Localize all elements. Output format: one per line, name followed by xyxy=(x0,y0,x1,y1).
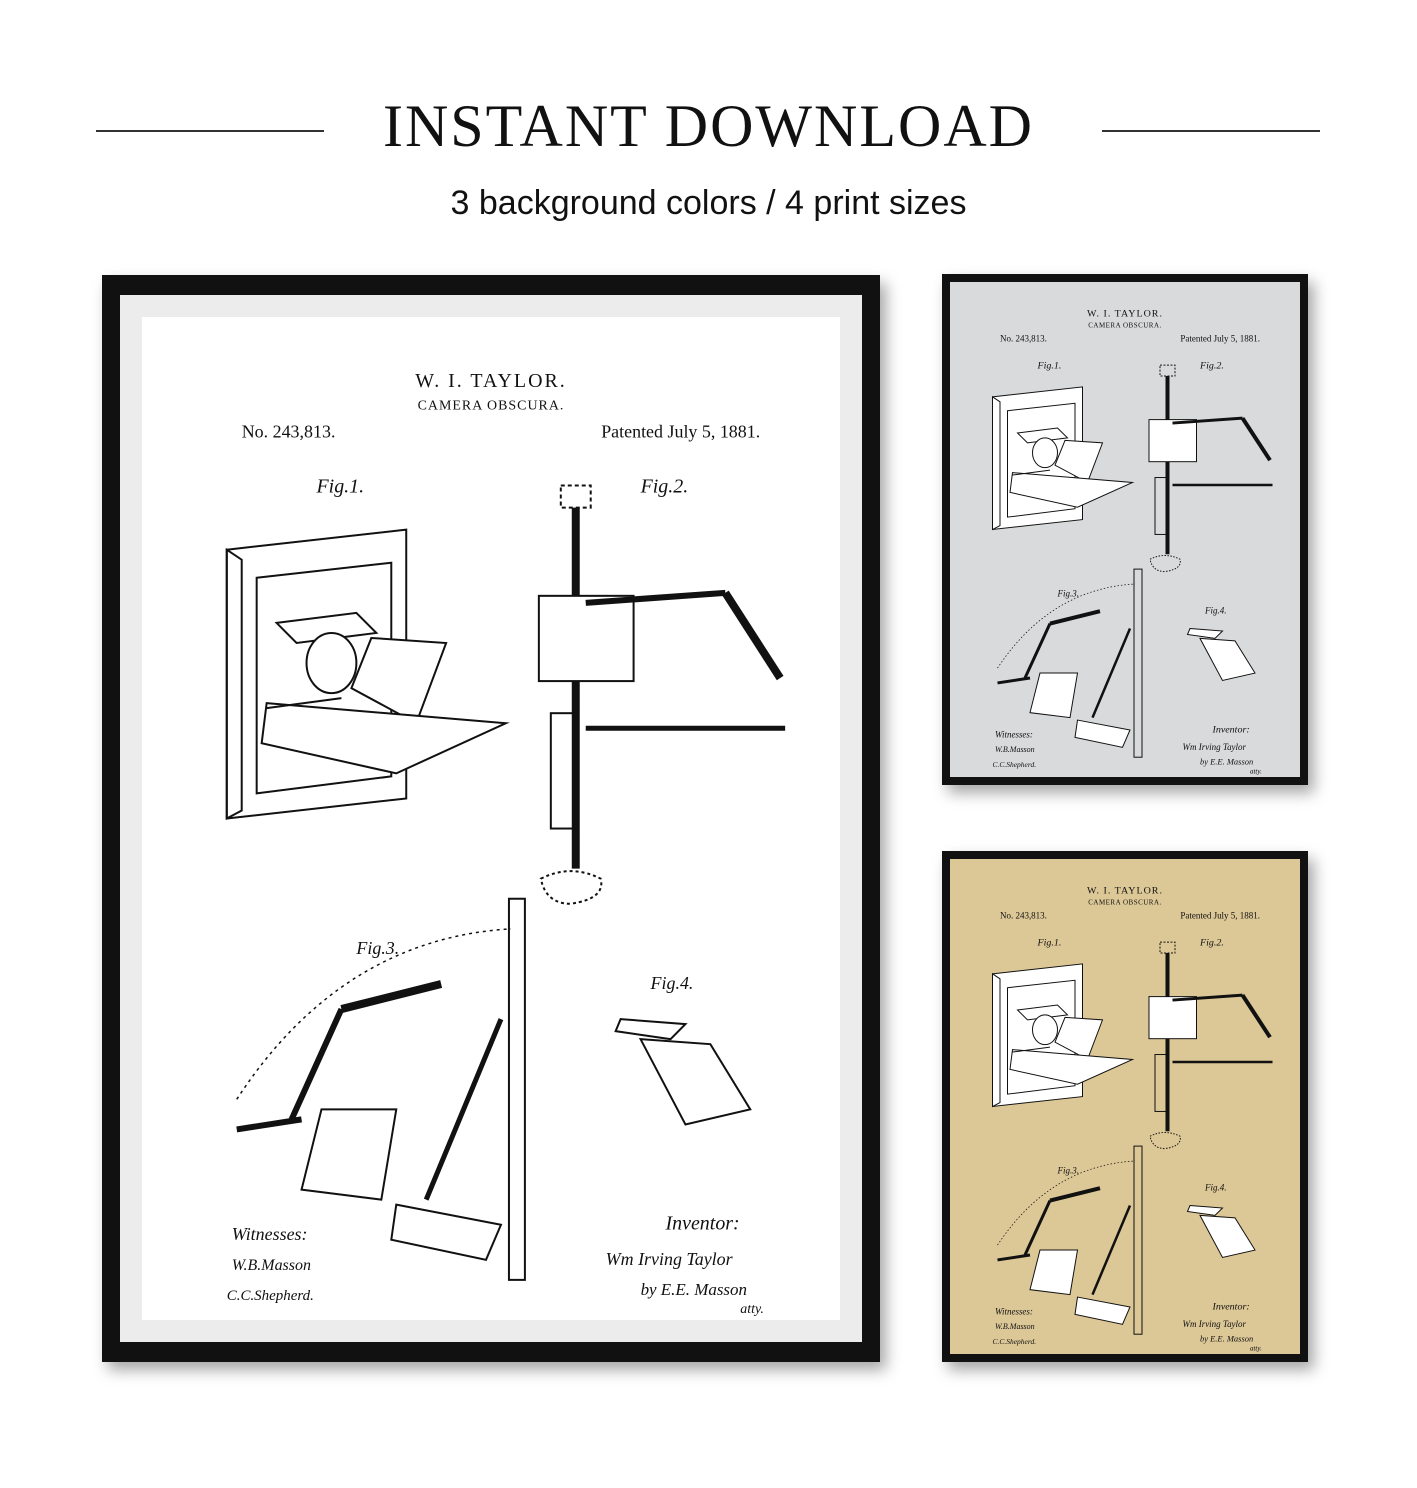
fig4-drawing xyxy=(1186,1204,1256,1259)
patent-drawing: W. I. TAYLOR. CAMERA OBSCURA. No. 243,81… xyxy=(225,370,786,1317)
svg-text:Fig.3.: Fig.3. xyxy=(355,938,399,958)
svg-text:Patented July 5, 1881.: Patented July 5, 1881. xyxy=(1180,333,1260,343)
fig2-drawing xyxy=(1148,941,1273,1150)
svg-text:Fig.1.: Fig.1. xyxy=(316,475,365,497)
svg-text:Fig.2.: Fig.2. xyxy=(640,475,689,497)
svg-text:C.C.Shepherd.: C.C.Shepherd. xyxy=(993,760,1037,769)
svg-text:W.B.Masson: W.B.Masson xyxy=(995,1322,1035,1331)
svg-text:No. 243,813.: No. 243,813. xyxy=(1000,333,1047,343)
svg-text:No. 243,813.: No. 243,813. xyxy=(242,421,336,441)
large-frame-white: W. I. TAYLOR. CAMERA OBSCURA. No. 243,81… xyxy=(102,275,880,1362)
fig2-drawing xyxy=(537,484,786,905)
svg-text:Witnesses:: Witnesses: xyxy=(995,1306,1033,1316)
svg-text:by E.E. Masson: by E.E. Masson xyxy=(1200,757,1253,767)
svg-text:Wm Irving Taylor: Wm Irving Taylor xyxy=(1183,1319,1247,1329)
svg-text:Patented July 5, 1881.: Patented July 5, 1881. xyxy=(1180,910,1260,920)
svg-text:W. I. TAYLOR.: W. I. TAYLOR. xyxy=(1087,886,1163,897)
patent-print-white: W. I. TAYLOR. CAMERA OBSCURA. No. 243,81… xyxy=(142,317,840,1320)
mat: W. I. TAYLOR. CAMERA OBSCURA. No. 243,81… xyxy=(120,295,862,1342)
patent-print-gray: W. I. TAYLOR. CAMERA OBSCURA. No. 243,81… xyxy=(950,282,1300,777)
svg-text:C.C.Shepherd.: C.C.Shepherd. xyxy=(993,1337,1037,1346)
svg-text:Fig.3.: Fig.3. xyxy=(1056,1165,1078,1175)
header-subtitle: 3 background colors / 4 print sizes xyxy=(450,184,967,222)
svg-text:W. I. TAYLOR.: W. I. TAYLOR. xyxy=(1087,309,1163,320)
svg-text:W.B.Masson: W.B.Masson xyxy=(995,745,1035,754)
small-frame-gray: W. I. TAYLOR. CAMERA OBSCURA. No. 243,81… xyxy=(942,274,1308,785)
fig1-drawing xyxy=(225,528,510,821)
svg-text:Fig.4.: Fig.4. xyxy=(1204,1183,1226,1193)
svg-text:Witnesses:: Witnesses: xyxy=(995,729,1033,739)
fig3-drawing xyxy=(236,897,526,1281)
svg-text:Inventor:: Inventor: xyxy=(665,1213,740,1235)
svg-text:Patented July 5, 1881.: Patented July 5, 1881. xyxy=(601,421,760,441)
patent-drawing: W. I. TAYLOR. CAMERA OBSCURA. No. 243,81… xyxy=(992,886,1273,1353)
header-title: INSTANT DOWNLOAD xyxy=(382,93,1034,159)
fig1-drawing xyxy=(992,963,1135,1108)
svg-text:Inventor:: Inventor: xyxy=(1211,724,1249,735)
svg-text:by E.E. Masson: by E.E. Masson xyxy=(641,1280,747,1299)
svg-text:W. I. TAYLOR.: W. I. TAYLOR. xyxy=(415,370,567,392)
svg-text:Wm Irving Taylor: Wm Irving Taylor xyxy=(1183,742,1247,752)
svg-text:Fig.1.: Fig.1. xyxy=(1036,938,1061,949)
fig3-drawing xyxy=(997,568,1143,758)
header-rule-right xyxy=(1102,130,1320,132)
svg-text:CAMERA OBSCURA.: CAMERA OBSCURA. xyxy=(1088,322,1162,330)
svg-text:C.C.Shepherd.: C.C.Shepherd. xyxy=(227,1288,314,1304)
svg-text:Fig.1.: Fig.1. xyxy=(1036,361,1061,372)
svg-text:atty.: atty. xyxy=(1250,1345,1262,1353)
svg-text:W.B.Masson: W.B.Masson xyxy=(232,1257,311,1274)
fig4-drawing xyxy=(614,1018,752,1126)
svg-text:Fig.2.: Fig.2. xyxy=(1199,361,1224,372)
fig1-drawing xyxy=(992,386,1135,531)
patent-print-vintage: W. I. TAYLOR. CAMERA OBSCURA. No. 243,81… xyxy=(950,859,1300,1354)
small-frame-vintage: W. I. TAYLOR. CAMERA OBSCURA. No. 243,81… xyxy=(942,851,1308,1362)
svg-text:atty.: atty. xyxy=(1250,768,1262,776)
svg-text:Witnesses:: Witnesses: xyxy=(232,1224,308,1244)
svg-text:Fig.2.: Fig.2. xyxy=(1199,938,1224,949)
svg-text:atty.: atty. xyxy=(740,1302,764,1317)
patent-drawing: W. I. TAYLOR. CAMERA OBSCURA. No. 243,81… xyxy=(992,309,1273,776)
svg-text:Wm Irving Taylor: Wm Irving Taylor xyxy=(606,1249,734,1269)
svg-text:Fig.4.: Fig.4. xyxy=(1204,606,1226,616)
svg-text:CAMERA OBSCURA.: CAMERA OBSCURA. xyxy=(1088,899,1162,907)
header-rule-left xyxy=(96,130,324,132)
fig4-drawing xyxy=(1186,627,1256,682)
svg-text:Inventor:: Inventor: xyxy=(1211,1301,1249,1312)
svg-text:Fig.3.: Fig.3. xyxy=(1056,588,1078,598)
svg-text:by E.E. Masson: by E.E. Masson xyxy=(1200,1334,1253,1344)
svg-text:No. 243,813.: No. 243,813. xyxy=(1000,910,1047,920)
fig2-drawing xyxy=(1148,364,1273,573)
svg-text:Fig.4.: Fig.4. xyxy=(650,973,694,993)
fig3-drawing xyxy=(997,1145,1143,1335)
svg-text:CAMERA OBSCURA.: CAMERA OBSCURA. xyxy=(418,398,565,413)
